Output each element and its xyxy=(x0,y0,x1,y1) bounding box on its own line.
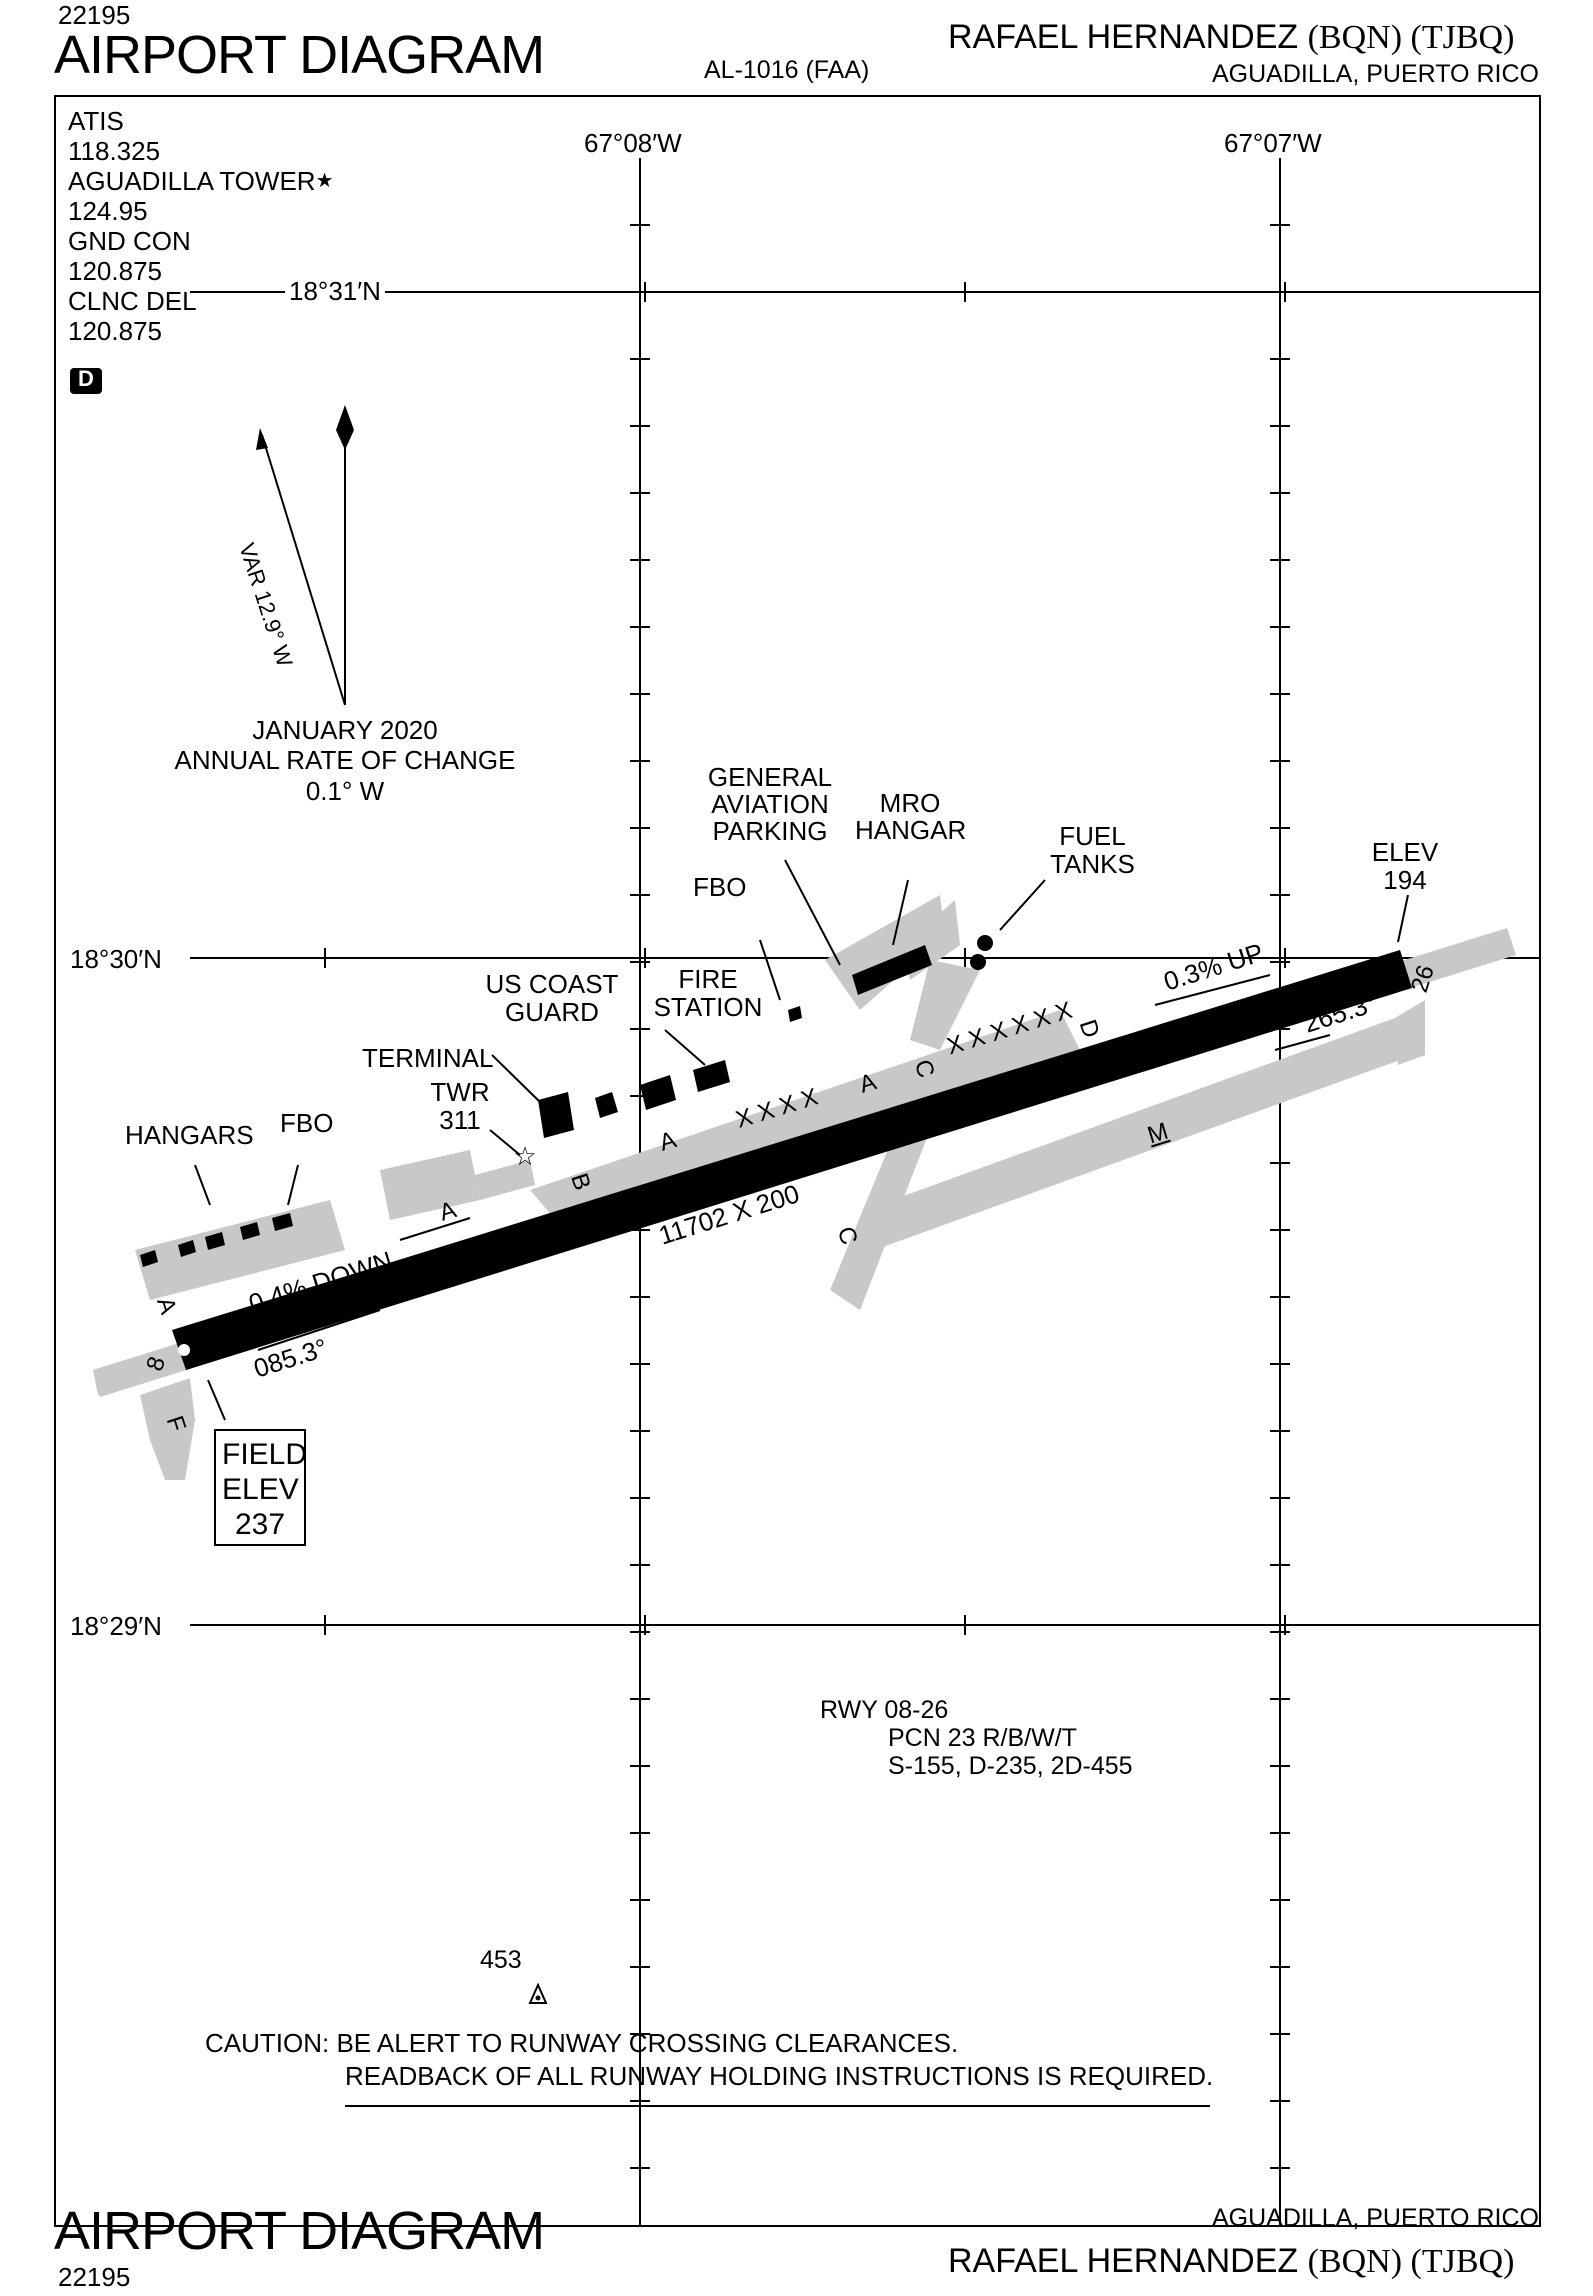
buildings xyxy=(140,945,932,1267)
field-elev-line1: FIELD xyxy=(222,1438,308,1471)
west-fbo-building xyxy=(272,1213,293,1231)
chart-title-top: AIRPORT DIAGRAM xyxy=(54,25,545,85)
d-box-label: D xyxy=(78,366,94,391)
fuel-tank-1 xyxy=(977,935,993,951)
grid-ticks xyxy=(324,224,1290,2169)
tower-label-map: TWR 311 xyxy=(430,1078,490,1134)
tower-icon: ☆ xyxy=(513,1142,536,1172)
frequency-list: ATIS 118.325 AGUADILLA TOWER★ 124.95 GND… xyxy=(68,106,334,346)
ga-line3: PARKING xyxy=(712,816,828,846)
clearance-label: CLNC DEL xyxy=(68,286,197,316)
west-hangar-2 xyxy=(178,1240,196,1257)
elev-26-label: ELEV 194 xyxy=(1370,838,1440,894)
airport-name-text: RAFAEL HERNANDEZ xyxy=(948,18,1299,56)
fire-line2: STATION xyxy=(653,992,763,1022)
rwy-info-line2: PCN 23 R/B/W/T xyxy=(888,1724,1077,1752)
caution-line2: READBACK OF ALL RUNWAY HOLDING INSTRUCTI… xyxy=(345,2061,1214,2091)
true-north-icon xyxy=(336,405,354,450)
fbo-left-label: FBO xyxy=(280,1108,334,1138)
airport-ids-text: (BQN) (TJBQ) xyxy=(1307,19,1515,56)
magnetic-north-arrowhead-icon xyxy=(256,428,268,450)
rwy-info: RWY 08-26 PCN 23 R/B/W/T S-155, D-235, 2… xyxy=(820,1696,1133,1780)
rate-label: ANNUAL RATE OF CHANGE xyxy=(174,745,516,775)
fuel-line1: FUEL xyxy=(1059,821,1126,851)
fire-station-building xyxy=(693,1060,730,1092)
volume-number-top: 22195 xyxy=(58,0,131,30)
obstacle-elev: 453 xyxy=(480,1946,522,1974)
twr-line2: 311 xyxy=(439,1105,481,1135)
atis-label: ATIS xyxy=(68,106,124,136)
rate-value: 0.1° W xyxy=(305,776,385,806)
hangars-label: HANGARS xyxy=(125,1120,254,1150)
field-elev-text: FIELD ELEV 237 xyxy=(222,1437,308,1542)
tower-freq: 124.95 xyxy=(68,196,148,226)
lat-label-mid: 18°30′N xyxy=(66,944,166,975)
west-hangar-1 xyxy=(140,1250,158,1267)
location-top: AGUADILLA, PUERTO RICO xyxy=(1212,60,1539,88)
runway-08-threshold-marker xyxy=(178,1344,190,1356)
ground-freq: 120.875 xyxy=(68,256,162,286)
lat-label-top: 18°31′N xyxy=(285,276,385,307)
airport-ids-text-bottom: (BQN) (TJBQ) xyxy=(1307,2243,1515,2280)
rwy-info-line3: S-155, D-235, 2D-455 xyxy=(888,1752,1133,1780)
clearance-freq: 120.875 xyxy=(68,316,162,346)
ground-label: GND CON xyxy=(68,226,191,256)
mro-line1: MRO xyxy=(879,788,941,818)
fire-line1: FIRE xyxy=(678,964,738,994)
coast-line2: GUARD xyxy=(505,997,599,1027)
mro-hangar-label: MRO HANGAR xyxy=(855,788,967,845)
lat-label-bottom: 18°29′N xyxy=(66,1611,166,1642)
rwy-info-line1: RWY 08-26 xyxy=(820,1696,949,1724)
fire-station-label: FIRE STATION xyxy=(648,965,768,1021)
obstacle-icon xyxy=(528,1982,548,2004)
leader-lines xyxy=(194,859,1409,1421)
twr-line1: TWR xyxy=(430,1077,490,1107)
airport-name-text-bottom: RAFAEL HERNANDEZ xyxy=(948,2242,1299,2280)
lon-label-east: 67°07′W xyxy=(1224,128,1322,158)
coast-guard-label: US COAST GUARD xyxy=(482,970,622,1026)
elev-26-line1: ELEV xyxy=(1371,837,1439,867)
mro-hangar-building xyxy=(852,945,932,995)
tower-label: AGUADILLA TOWER★ xyxy=(68,166,334,196)
fuel-line2: TANKS xyxy=(1050,849,1135,879)
chart-code: AL-1016 (FAA) xyxy=(704,56,870,84)
fbo-building-top xyxy=(788,1006,802,1022)
obstacle-dot-icon xyxy=(535,1995,541,2001)
field-elev-box xyxy=(214,1429,306,1546)
general-aviation-label: GENERAL AVIATION PARKING xyxy=(700,764,840,845)
fuel-tank-2 xyxy=(970,954,986,970)
field-elev-line2: ELEV xyxy=(222,1473,299,1506)
chart-border xyxy=(54,95,1541,2227)
runway-08-26 xyxy=(172,950,1412,1370)
chart-title-bottom: AIRPORT DIAGRAM xyxy=(54,2201,545,2261)
field-elev-value: 237 xyxy=(234,1508,286,1541)
coast-guard-building-2 xyxy=(640,1075,676,1110)
lon-label-west: 67°08′W xyxy=(584,128,682,158)
coast-line1: US COAST xyxy=(485,969,619,999)
terminal-building xyxy=(538,1092,574,1138)
atis-freq: 118.325 xyxy=(68,136,161,166)
volume-number-bottom: 22195 xyxy=(58,2262,131,2292)
d-box xyxy=(70,368,102,394)
fuel-tanks-label: FUEL TANKS xyxy=(1045,822,1140,878)
mro-line2: HANGAR xyxy=(855,815,967,845)
ga-line1: GENERAL xyxy=(707,762,833,792)
west-hangar-3 xyxy=(205,1232,225,1250)
airport-name-top: RAFAEL HERNANDEZ (BQN) (TJBQ) xyxy=(948,18,1514,57)
location-bottom: AGUADILLA, PUERTO RICO xyxy=(1212,2204,1539,2232)
airport-name-bottom: RAFAEL HERNANDEZ (BQN) (TJBQ) xyxy=(948,2242,1514,2281)
coast-guard-building xyxy=(595,1092,618,1118)
caution-line1: CAUTION: BE ALERT TO RUNWAY CROSSING CLE… xyxy=(205,2028,959,2058)
west-hangar-4 xyxy=(240,1222,260,1240)
tower-name: AGUADILLA TOWER xyxy=(68,166,316,196)
elev-26-line2: 194 xyxy=(1383,865,1427,895)
terminal-label: TERMINAL xyxy=(362,1043,494,1073)
ga-line2: AVIATION xyxy=(711,789,829,819)
variation-date: JANUARY 2020 xyxy=(252,715,438,745)
magnetic-north-line xyxy=(261,434,346,706)
fbo-top-label: FBO xyxy=(693,872,747,902)
star-icon: ★ xyxy=(315,170,334,192)
